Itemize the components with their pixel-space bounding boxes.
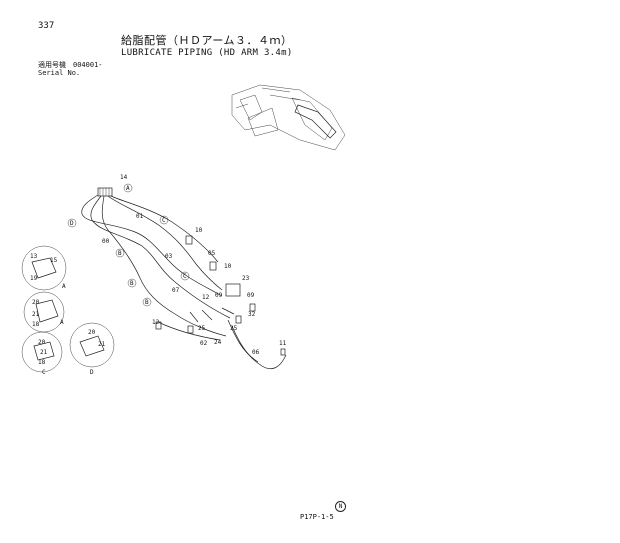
detail-view-a: 13 15 19 A — [21, 245, 67, 291]
callout-label: 11 — [279, 340, 287, 347]
callout-label: 02 — [200, 340, 208, 347]
detail-part-label: 21 — [40, 349, 48, 356]
detail-view-label: D — [90, 369, 94, 376]
page-title-en: LUBRICATE PIPING (HD ARM 3.4m) — [121, 48, 293, 58]
callout-labels: 14 A D 01 C 10 00 05 B 03 C 10 23 B 07 1… — [70, 174, 287, 356]
detail-part-label: 18 — [32, 321, 40, 328]
detail-view-label: A — [62, 283, 66, 290]
detail-part-label: 20 — [38, 339, 46, 346]
callout-label: A — [126, 185, 130, 192]
detail-view-b: 20 21 18 A — [23, 291, 65, 333]
callout-label: B — [145, 299, 149, 306]
revision-mark: N — [335, 501, 346, 512]
callout-label: D — [70, 220, 74, 227]
callout-label: 25 — [198, 325, 206, 332]
detail-part-label: 20 — [32, 299, 40, 306]
figure-code: P17P-1-5 — [300, 513, 334, 521]
detail-part-label: 18 — [38, 359, 46, 366]
detail-part-label: 19 — [30, 275, 38, 282]
callout-label: C — [183, 273, 187, 280]
detail-view-c: 20 21 18 C — [21, 331, 63, 376]
callout-label: B — [130, 280, 134, 287]
callout-label: B — [118, 250, 122, 257]
callout-label: 23 — [242, 275, 250, 282]
callout-label: 07 — [172, 287, 180, 294]
detail-part-label: 21 — [98, 341, 106, 348]
machine-overview-illustration — [231, 84, 346, 151]
callout-label: 06 — [252, 349, 260, 356]
callout-label: 01 — [136, 213, 144, 220]
serial-label-en: Serial No. — [38, 69, 81, 77]
callout-label: 09 — [215, 292, 223, 299]
page-number: 337 — [38, 21, 55, 31]
detail-view-label: C — [42, 369, 46, 376]
callout-label: 14 — [120, 174, 128, 181]
callout-label: 03 — [165, 253, 173, 260]
callout-circles — [67, 183, 190, 307]
callout-label: 09 — [247, 292, 255, 299]
callout-label: 25 — [230, 325, 238, 332]
callout-label: 24 — [214, 339, 222, 346]
detail-part-label: 15 — [50, 257, 58, 264]
callout-label: 10 — [195, 227, 203, 234]
connector-block — [97, 187, 113, 197]
fittings — [155, 235, 286, 356]
callout-label: 00 — [102, 238, 110, 245]
detail-part-label: 21 — [32, 311, 40, 318]
hose-bundle — [81, 194, 287, 369]
callout-label: 12 — [202, 294, 210, 301]
callout-label: 10 — [224, 263, 232, 270]
serial-label-jp: 適用号機 — [38, 61, 66, 69]
serial-value: 004001- — [73, 61, 103, 69]
callout-label: 32 — [248, 311, 256, 318]
detail-view-label: A — [60, 319, 64, 326]
callout-label: 05 — [208, 250, 216, 257]
callout-label: C — [162, 217, 166, 224]
detail-part-label: 20 — [88, 329, 96, 336]
page-title-jp: 給脂配管（ＨＤアーム３．４ｍ） — [121, 34, 293, 47]
detail-view-d: 20 21 D — [69, 322, 115, 376]
callout-label: 12 — [152, 319, 160, 326]
detail-part-label: 13 — [30, 253, 38, 260]
